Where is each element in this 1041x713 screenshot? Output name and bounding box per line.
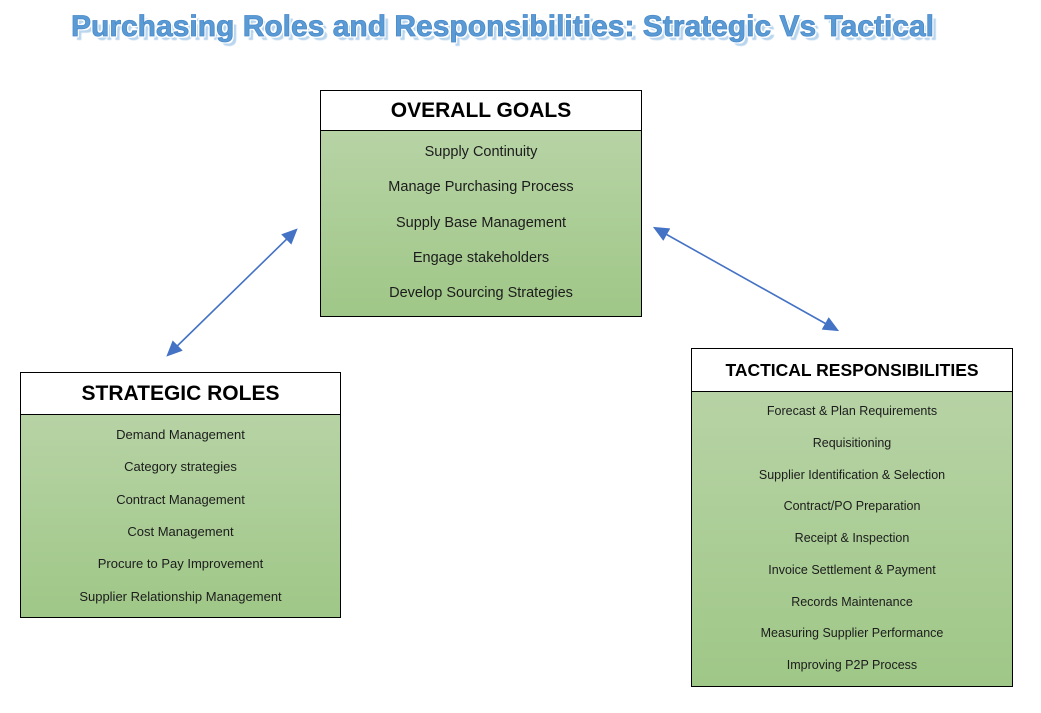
list-item: Category strategies: [124, 459, 237, 475]
list-item: Contract/PO Preparation: [783, 499, 921, 514]
tactical-responsibilities-body: Forecast & Plan Requirements Requisition…: [691, 391, 1013, 687]
list-item: Contract Management: [116, 491, 245, 507]
list-item: Improving P2P Process: [786, 658, 918, 673]
overall-goals-header: OVERALL GOALS: [320, 90, 642, 131]
list-item: Receipt & Inspection: [794, 531, 910, 546]
list-item: Supplier Relationship Management: [79, 588, 282, 604]
strategic-roles-box: STRATEGIC ROLES Demand Management Catego…: [20, 372, 341, 618]
strategic-roles-header: STRATEGIC ROLES: [20, 372, 341, 415]
strategic-roles-body: Demand Management Category strategies Co…: [20, 414, 341, 618]
list-item: Requisitioning: [812, 435, 892, 450]
list-item: Develop Sourcing Strategies: [389, 285, 573, 302]
list-item: Cost Management: [127, 524, 234, 539]
list-item: Forecast & Plan Requirements: [766, 404, 938, 418]
overall-goals-body: Supply Continuity Manage Purchasing Proc…: [320, 130, 642, 317]
list-item: Manage Purchasing Process: [388, 179, 574, 196]
overall-goals-box: OVERALL GOALS Supply Continuity Manage P…: [320, 90, 642, 317]
list-item: Procure to Pay Improvement: [97, 556, 264, 572]
list-item: Invoice Settlement & Payment: [768, 562, 936, 577]
list-item: Supply Continuity: [424, 143, 538, 160]
tactical-responsibilities-header: TACTICAL RESPONSIBILITIES: [691, 348, 1013, 392]
tactical-responsibilities-box: TACTICAL RESPONSIBILITIES Forecast & Pla…: [691, 348, 1013, 687]
list-item: Engage stakeholders: [412, 249, 550, 266]
goals-tactical-arrow: [652, 226, 840, 332]
list-item: Demand Management: [116, 427, 245, 443]
goals-strategic-arrow: [166, 228, 298, 357]
page-title: Purchasing Roles and Responsibilities: S…: [70, 10, 935, 44]
list-item: Measuring Supplier Performance: [760, 626, 944, 641]
list-item: Records Maintenance: [791, 594, 913, 609]
list-item: Supplier Identification & Selection: [758, 467, 946, 482]
list-item: Supply Base Management: [395, 214, 567, 231]
